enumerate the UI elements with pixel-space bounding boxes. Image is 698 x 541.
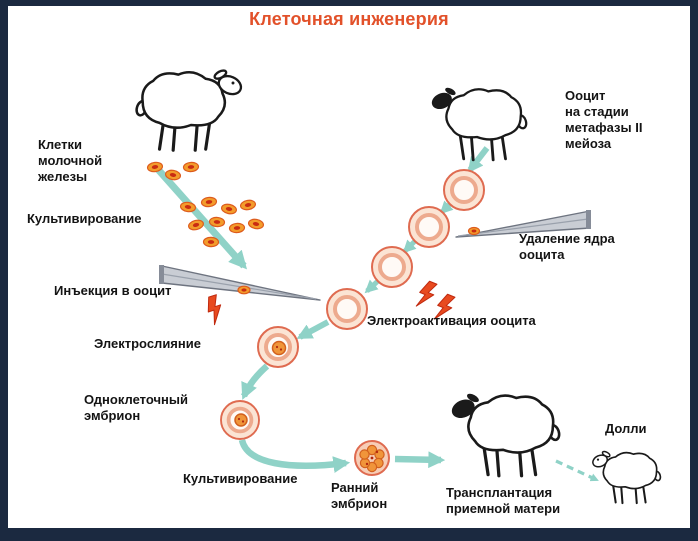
fused-cell-icon	[256, 325, 300, 369]
arrow-surrogate-to-dolly	[555, 459, 599, 482]
sheep-cell-donor-icon	[133, 69, 243, 152]
early-embryo-icon	[354, 440, 390, 476]
lightning-icon-1	[413, 278, 439, 312]
mammary-cells-icon	[146, 160, 200, 182]
label-nucleus-removal: Удаление ядра ооцита	[519, 231, 615, 262]
arrow-early-embryo-to-surrogate	[394, 451, 446, 469]
arrow-oocyte-step-3	[364, 278, 381, 294]
arrow-fusion-to-embryo	[241, 363, 270, 400]
sheep-oocyte-donor-icon	[431, 87, 530, 162]
sheep-head-white	[213, 69, 243, 96]
arrow-oocyte-donor-to-oocyte	[467, 146, 490, 174]
label-cultivation-1: Культивирование	[27, 211, 142, 226]
label-single-cell-embryo: Одноклеточный эмбрион	[84, 392, 188, 423]
oocyte-icon-4	[325, 287, 369, 331]
enucleation-pipette-icon	[455, 210, 591, 238]
label-electrofusion: Электрослияние	[94, 336, 201, 351]
flow-arrows	[152, 146, 599, 482]
page-title: Клеточная инженерия	[249, 9, 449, 29]
label-cultivation-2: Культивирование	[183, 471, 298, 486]
label-transplantation: Трансплантация приемной матери	[446, 485, 561, 516]
sheep-head-black	[451, 393, 479, 419]
single-cell-embryo-icon	[219, 399, 261, 441]
arrow-injection-to-fusion	[296, 319, 330, 340]
lamb-head-white	[592, 450, 611, 468]
sheep-surrogate-icon	[451, 393, 563, 478]
injection-pipette-icon	[159, 265, 321, 301]
dolly-lamb-icon	[592, 450, 663, 505]
oocyte-icon-2	[407, 205, 451, 249]
arrow-donor-to-culture	[152, 163, 248, 270]
oocyte-icon-3	[370, 245, 414, 289]
label-early-embryo: Ранний эмбрион	[331, 480, 388, 511]
label-electroactivation: Электроактивация ооцита	[367, 313, 536, 328]
label-mammary-cells: Клетки молочной железы	[38, 137, 103, 184]
arrow-embryo-to-early-embryo	[238, 438, 351, 473]
label-dolly: Долли	[605, 421, 647, 436]
sheep-head-black	[431, 87, 456, 110]
label-oocyte-metaphase: Ооцит на стадии метафазы II мейоза	[565, 88, 643, 151]
oocyte-icon-1	[442, 168, 486, 212]
lightning-icon-3	[203, 293, 227, 326]
label-injection: Инъекция в ооцит	[54, 283, 172, 298]
